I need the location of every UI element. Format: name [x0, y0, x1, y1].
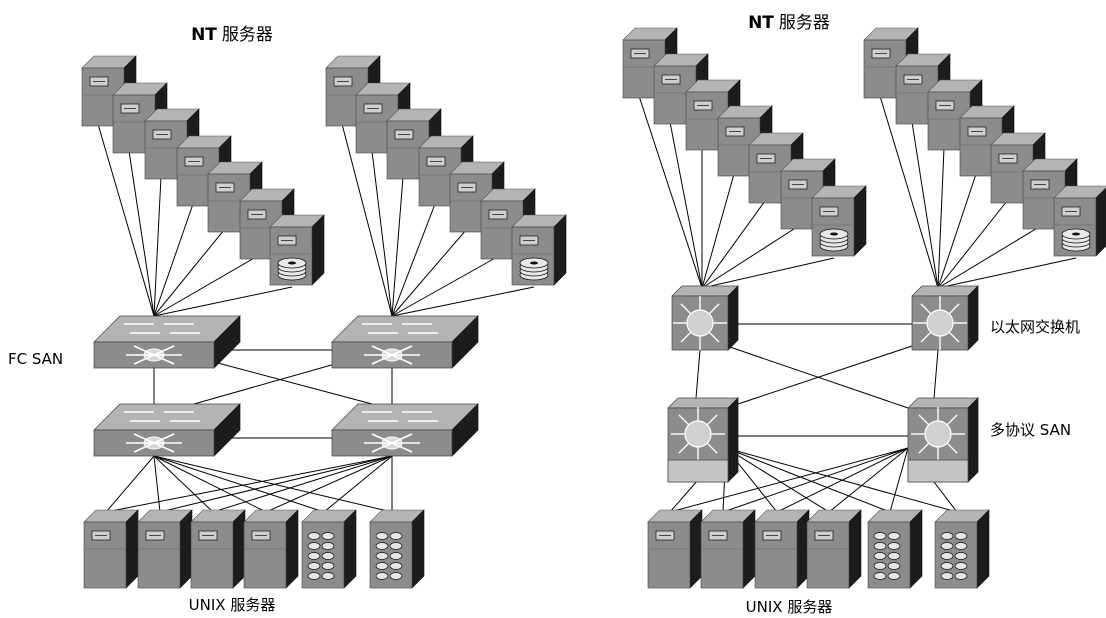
connection-line: [725, 447, 830, 513]
left-a-nt-server-7: [269, 214, 325, 286]
multiprotocol-san-switch-2: [907, 397, 979, 483]
connection-line: [265, 455, 393, 513]
left-fc-switch-1: [93, 315, 241, 369]
left-b-nt-server-7: [511, 214, 567, 286]
right-unix-server-2: [700, 509, 756, 589]
connection-line: [153, 229, 225, 317]
multiprotocol-san-switch-1: [667, 397, 739, 483]
connection-line: [937, 200, 1008, 289]
right-unix-server-4: [806, 509, 862, 589]
network-devices: [81, 27, 1106, 589]
connection-line: [97, 123, 155, 317]
connection-line: [193, 361, 343, 405]
connection-line: [391, 176, 404, 317]
connection-line: [879, 95, 939, 289]
multiprotocol-san-label: 多协议 SAN: [990, 421, 1071, 439]
connection-line: [213, 361, 373, 405]
right-a-nt-server-7: [811, 185, 867, 257]
left-unix-server-4: [243, 509, 299, 589]
connection-line: [828, 447, 909, 513]
connection-line: [937, 226, 1040, 289]
right-unix-server-3: [754, 509, 810, 589]
right-disk-array-2: [934, 509, 990, 589]
connection-line: [153, 455, 393, 513]
left-disk-array-1: [301, 509, 357, 589]
connection-line: [701, 200, 766, 289]
connection-line: [105, 455, 155, 513]
connection-line: [701, 173, 735, 289]
ethernet-switch-1: [671, 285, 739, 351]
left-fc-switch-3: [93, 403, 241, 457]
right-unix-server-1: [647, 509, 703, 589]
connection-line: [937, 147, 945, 289]
connection-lines: [97, 95, 1077, 513]
connection-line: [669, 121, 703, 289]
connection-line: [937, 173, 977, 289]
left-unix-server-2: [137, 509, 193, 589]
left-fc-switch-4: [331, 403, 479, 457]
connection-line: [695, 349, 701, 399]
connection-line: [153, 176, 162, 317]
connection-line: [391, 286, 535, 317]
fc-san-label: FC SAN: [8, 350, 63, 368]
right-disk-array-1: [867, 509, 923, 589]
connection-line: [669, 447, 909, 513]
left-unix-server-3: [190, 509, 246, 589]
connection-line: [153, 455, 267, 513]
connection-line: [638, 95, 703, 289]
connection-line: [391, 256, 498, 317]
ethernet-switch-label: 以太网交换机: [990, 318, 1080, 336]
connection-line: [371, 150, 393, 317]
left-unix-server-1: [83, 509, 139, 589]
right-unix-servers-label: UNIX 服务器: [746, 598, 833, 616]
connection-line: [725, 447, 891, 513]
connection-line: [722, 447, 909, 513]
connection-line: [153, 256, 257, 317]
connection-line: [212, 455, 393, 513]
left-disk-array-2: [369, 509, 425, 589]
connection-line: [391, 229, 467, 317]
connection-line: [937, 257, 1077, 289]
connection-line: [153, 455, 214, 513]
connection-line: [128, 150, 155, 317]
connection-line: [105, 455, 393, 513]
connection-line: [153, 286, 293, 317]
connection-line: [701, 257, 835, 289]
connection-line: [323, 455, 393, 513]
connection-line: [701, 226, 798, 289]
connection-line: [391, 203, 436, 317]
connection-line: [725, 447, 958, 513]
connection-line: [889, 447, 909, 513]
connection-line: [153, 455, 325, 513]
connection-line: [341, 123, 393, 317]
ethernet-switch-2: [911, 285, 979, 351]
right-b-nt-server-7: [1053, 185, 1106, 257]
connection-line: [153, 455, 161, 513]
connection-line: [725, 345, 913, 409]
connection-line: [911, 121, 939, 289]
left-unix-servers-label: UNIX 服务器: [189, 596, 276, 614]
left-fc-switch-2: [331, 315, 479, 369]
connection-line: [933, 349, 939, 399]
connection-line: [159, 455, 393, 513]
connection-line: [153, 203, 194, 317]
